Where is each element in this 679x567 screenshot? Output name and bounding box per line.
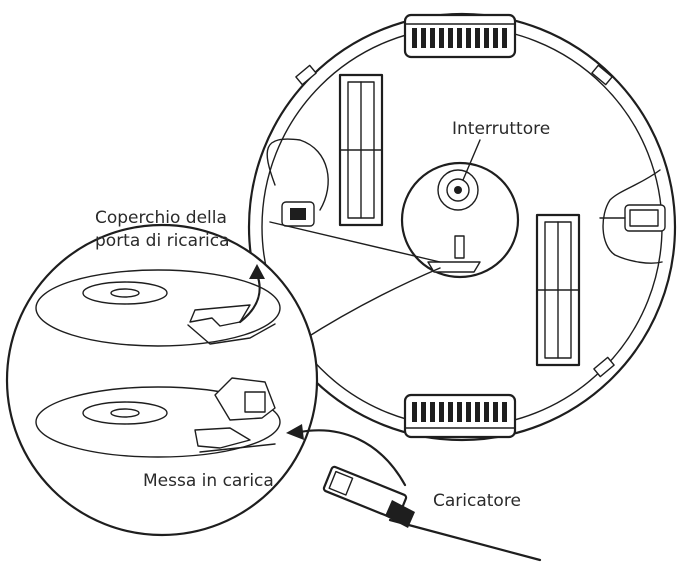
charge-arrowhead: [286, 424, 304, 440]
hub-housing: [400, 161, 520, 279]
top-drive-wheel: [403, 13, 517, 59]
left-roller: [338, 73, 384, 227]
zoom-callout: [5, 221, 441, 537]
zoom-circle: [5, 223, 319, 537]
left-side-guide: [266, 138, 329, 211]
open-arrowhead: [249, 264, 265, 279]
charge-port-base: [427, 261, 481, 273]
right-roller: [535, 213, 581, 367]
zoom-line-lower: [302, 267, 441, 341]
zoom-line-upper: [269, 221, 441, 263]
port-cover-label-line1: Coperchio della: [95, 208, 227, 228]
charge-arrow: [298, 429, 407, 487]
rim-tabs: [295, 64, 615, 378]
port-cover-detail: [35, 269, 281, 347]
central-hub: [400, 161, 520, 279]
port-cover-label-line2: porta di ricarica: [95, 231, 230, 251]
right-charging-nub: [599, 204, 666, 232]
switch-leader-line: [462, 139, 481, 181]
charge-port-tab: [454, 235, 465, 259]
right-side-guide: [602, 169, 663, 264]
charger-label: Caricatore: [433, 491, 521, 511]
left-bracket: [281, 201, 315, 227]
charging-label: Messa in carica: [143, 471, 274, 491]
switch-label: Interruttore: [452, 119, 550, 139]
charging-connector-detail: [35, 377, 281, 458]
bottom-drive-wheel: [403, 393, 517, 439]
charger-cable: [322, 465, 542, 562]
